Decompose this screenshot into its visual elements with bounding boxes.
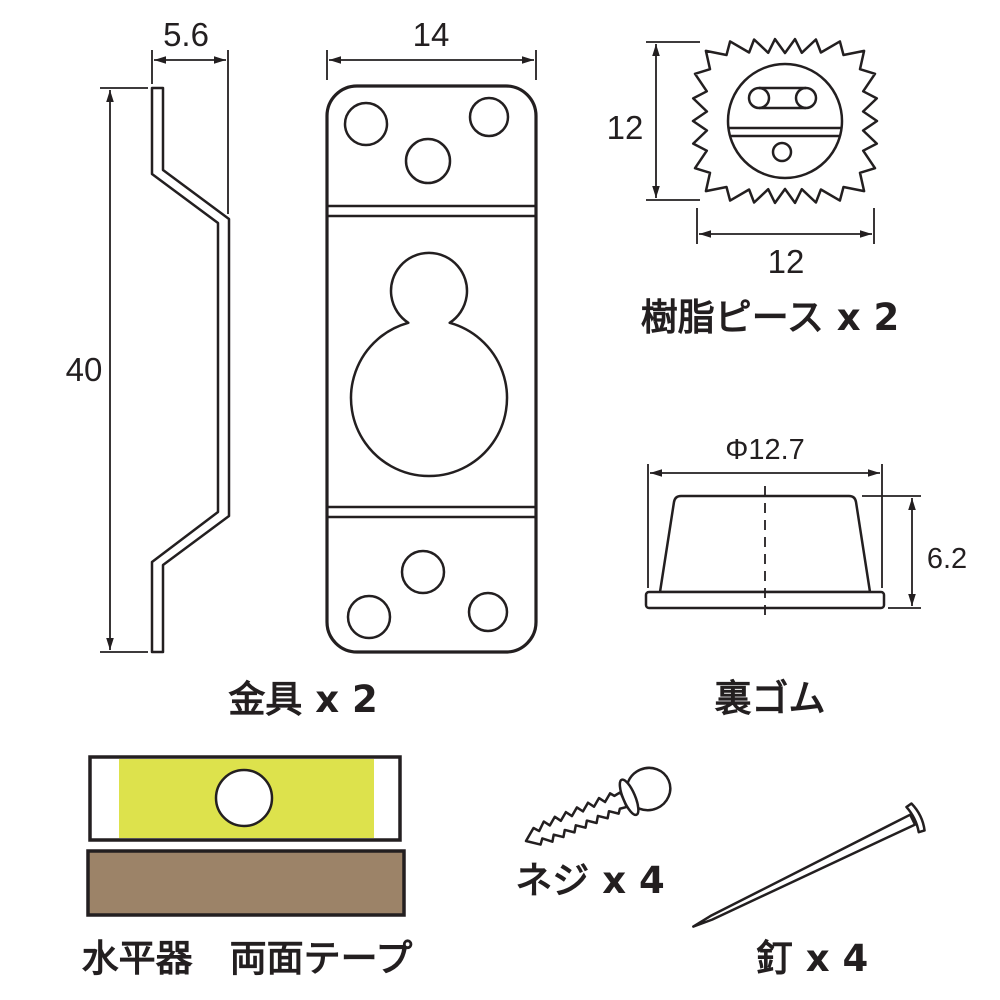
rubber-diameter-dim: Φ12.7	[725, 434, 805, 466]
resin-label: 樹脂ピース x 2	[641, 296, 900, 339]
nail-shaft	[692, 813, 917, 928]
rubber-pad-view: Φ12.7 6.2	[644, 434, 967, 617]
bracket-hole	[467, 591, 509, 633]
nail-head	[905, 802, 926, 834]
bracket-front-outline	[325, 84, 538, 654]
resin-piece-view: 12 12	[607, 37, 879, 280]
bracket-hole	[400, 549, 446, 595]
resin-width-dim: 12	[768, 243, 805, 280]
bracket-depth-dim: 5.6	[163, 16, 209, 53]
screw-label: ネジ x 4	[515, 859, 664, 902]
level-frame	[88, 755, 402, 842]
screw-illustration	[524, 766, 672, 846]
bracket-hole	[404, 137, 452, 185]
nail-label: 釘 x 4	[756, 937, 868, 980]
bracket-hole	[343, 101, 389, 147]
bracket-front-view: 14	[325, 16, 538, 654]
bracket-side-profile	[150, 86, 231, 654]
screw-shaft	[524, 790, 628, 846]
resin-pin-hole	[771, 141, 793, 163]
rubber-height-dim: 6.2	[927, 543, 967, 575]
resin-body-circle	[726, 62, 844, 180]
nail-illustration	[692, 802, 926, 928]
keyhole-slot	[349, 251, 509, 478]
bracket-side-view: 5.6 40	[66, 16, 231, 654]
bracket-label: 金具 x 2	[228, 678, 377, 721]
tape-illustration	[86, 849, 406, 917]
bracket-height-dim: 40	[66, 351, 103, 388]
bracket-width-dim: 14	[413, 16, 450, 53]
level-illustration	[88, 755, 402, 842]
bracket-hole	[346, 594, 392, 640]
rubber-label: 裏ゴム	[715, 677, 826, 720]
level-bubble	[214, 768, 274, 828]
level-tape-label: 水平器 両面テープ	[82, 937, 413, 980]
resin-sawtooth-outline	[691, 37, 879, 205]
resin-height-dim: 12	[607, 109, 644, 146]
bracket-hole	[468, 96, 510, 138]
